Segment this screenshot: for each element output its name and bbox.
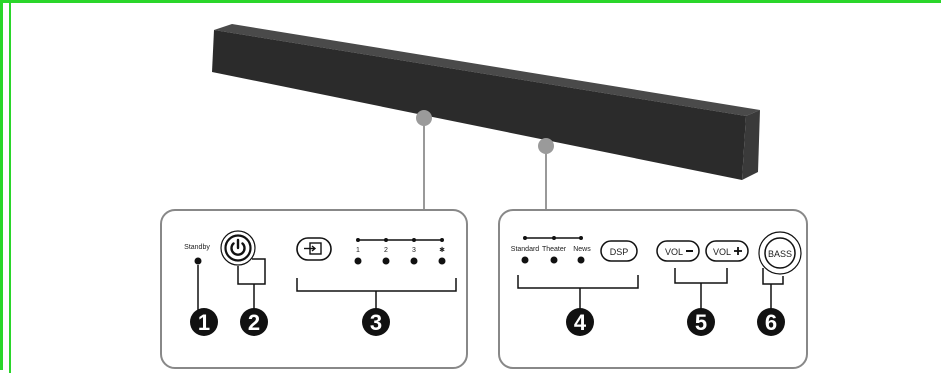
source-indicator-3: 3 [410,238,418,265]
callout-6: 6 [757,308,785,336]
callout-4: 4 [566,308,594,336]
svg-text:DSP: DSP [610,247,629,257]
svg-text:2: 2 [384,247,388,254]
source-button[interactable] [296,237,332,261]
volume-down-button[interactable]: VOL [656,240,700,262]
source-indicator-1: 1 [354,238,362,265]
bluetooth-icon: ✱ [439,246,445,254]
power-icon [230,238,246,256]
dsp-button[interactable]: DSP [600,240,638,262]
svg-text:News: News [573,246,591,253]
callout-3: 3 [362,308,390,336]
soundbar [212,24,760,180]
svg-text:1: 1 [198,310,210,335]
bass-button[interactable]: BASS [758,231,802,275]
svg-text:1: 1 [356,247,360,254]
input-source-icon [304,242,322,255]
svg-text:BASS: BASS [768,249,792,259]
volume-up-button[interactable]: VOL [705,240,749,262]
svg-text:5: 5 [695,310,707,335]
svg-text:Theater: Theater [542,246,567,253]
mode-indicator-standard: Standard [511,236,540,264]
svg-text:VOL: VOL [713,247,731,257]
svg-text:VOL: VOL [665,247,683,257]
svg-text:3: 3 [370,310,382,335]
svg-text:3: 3 [412,247,416,254]
callout-5: 5 [687,308,715,336]
source-indicator-2: 2 [382,238,390,265]
callout-2: 2 [240,308,268,336]
svg-text:Standard: Standard [511,246,540,253]
right-control-panel: Standard Theater News DSP VOL [498,209,808,369]
leader-lines [416,110,554,210]
power-button[interactable] [220,230,256,266]
svg-text:2: 2 [248,310,260,335]
standby-led [194,257,202,265]
source-indicator-bluetooth: ✱ [438,238,446,265]
plus-icon [734,247,742,255]
svg-text:6: 6 [765,310,777,335]
left-control-panel: Standby 1 [160,209,468,369]
svg-text:4: 4 [574,310,587,335]
mode-indicator-news: News [573,236,591,264]
standby-label: Standby [184,244,210,251]
mode-indicator-theater: Theater [542,236,567,264]
callout-1: 1 [190,308,218,336]
